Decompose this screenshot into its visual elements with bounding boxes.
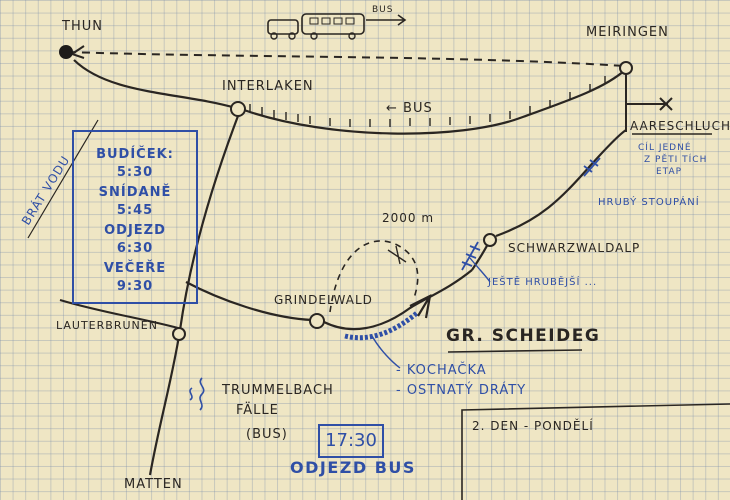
leader-jeste bbox=[469, 257, 491, 283]
grindelwald-node bbox=[309, 313, 325, 329]
note-odjezd-bus: ODJEZD BUS bbox=[290, 458, 416, 477]
note-jeste-hrubejsi: JEŠTĚ HRUBĚJŠÍ ... bbox=[488, 277, 598, 288]
scheidegg-arrow bbox=[409, 294, 432, 319]
schedule-line: SNÍDANĚ bbox=[98, 185, 172, 200]
label-bus-route: ← BUS bbox=[386, 101, 433, 116]
note-cil-1: CÍL JEDNÉ bbox=[638, 143, 692, 153]
schwarzwaldalp-node bbox=[483, 233, 497, 247]
label-bus-top: BUS bbox=[372, 5, 394, 15]
note-cil-3: ETAP bbox=[656, 167, 683, 177]
scheidegg-underline bbox=[447, 349, 583, 353]
schedule-line: VEČEŘE bbox=[103, 261, 167, 276]
note-elevation: 2000 m bbox=[382, 211, 435, 225]
day-panel-frame bbox=[461, 403, 730, 500]
route-thun-interlaken bbox=[73, 59, 237, 110]
bus-arrow bbox=[366, 14, 407, 26]
blue-climb-marks-2 bbox=[583, 157, 601, 177]
route-interlaken-meiringen bbox=[243, 69, 626, 135]
day-label: 2. DEN - PONDĚLÍ bbox=[472, 419, 594, 433]
lauterbrunnen-node bbox=[172, 327, 186, 341]
label-matten: MATTEN bbox=[124, 477, 183, 492]
label-falle: FÄLLE bbox=[236, 403, 279, 418]
waterfall-icon bbox=[189, 377, 205, 411]
bus-icon-car bbox=[267, 19, 299, 35]
label-interlaken: INTERLAKEN bbox=[222, 79, 314, 94]
schedule-line: ODJEZD bbox=[104, 223, 166, 238]
label-aareschlucht: AARESCHLUCHT bbox=[630, 119, 730, 133]
label-gr-scheidegg: GR. SCHEIDEG bbox=[446, 326, 601, 346]
blue-section bbox=[344, 310, 420, 341]
schedule-box: BUDÍČEK: 5:30 SNÍDANĚ 5:45 ODJEZD 6:30 V… bbox=[72, 130, 198, 304]
route-aareschlucht bbox=[625, 74, 673, 132]
schedule-line: 5:45 bbox=[116, 203, 154, 218]
leader-kochacka bbox=[371, 335, 401, 369]
elevation-mark bbox=[387, 245, 407, 265]
note-cil-2: Z PĚTI TÍCH bbox=[644, 155, 708, 165]
departure-time-box: 17:30 bbox=[318, 424, 384, 458]
thun-dot bbox=[59, 45, 73, 59]
meiringen-node bbox=[619, 61, 633, 75]
label-thun: THUN bbox=[62, 19, 103, 34]
elevation-profile bbox=[329, 240, 419, 313]
note-hruby-stoupani: HRUBÝ STOUPÁNÍ bbox=[598, 197, 700, 208]
schedule-line: BUDÍČEK: bbox=[96, 147, 174, 162]
route-grindelwald-scheidegg bbox=[323, 269, 473, 331]
label-bus-paren: (BUS) bbox=[246, 427, 288, 442]
schedule-line: 9:30 bbox=[116, 279, 154, 294]
label-meiringen: MEIRINGEN bbox=[586, 25, 669, 40]
schedule-line: 6:30 bbox=[116, 241, 154, 256]
bus-icon bbox=[301, 13, 365, 35]
departure-time: 17:30 bbox=[325, 430, 377, 451]
label-grindelwald: GRINDELWALD bbox=[274, 293, 373, 307]
label-lauterbrunnen: LAUTERBRUNEN bbox=[56, 319, 158, 332]
note-kochacka: - KOCHAČKA bbox=[396, 363, 487, 378]
route-schwarzwaldalp-meiringen bbox=[495, 129, 627, 238]
bus-route-hatching bbox=[249, 76, 606, 127]
label-schwarzwaldalp: SCHWARZWALDALP bbox=[508, 241, 641, 255]
dashed-route-thun-meiringen bbox=[67, 51, 626, 67]
label-trummelbach: TRUMMELBACH bbox=[222, 383, 334, 398]
interlaken-node bbox=[230, 101, 246, 117]
note-ostnaty-draty: - OSTNATÝ DRÁTY bbox=[396, 383, 527, 398]
schedule-line: 5:30 bbox=[116, 165, 154, 180]
blue-climb-marks-1 bbox=[461, 241, 481, 271]
